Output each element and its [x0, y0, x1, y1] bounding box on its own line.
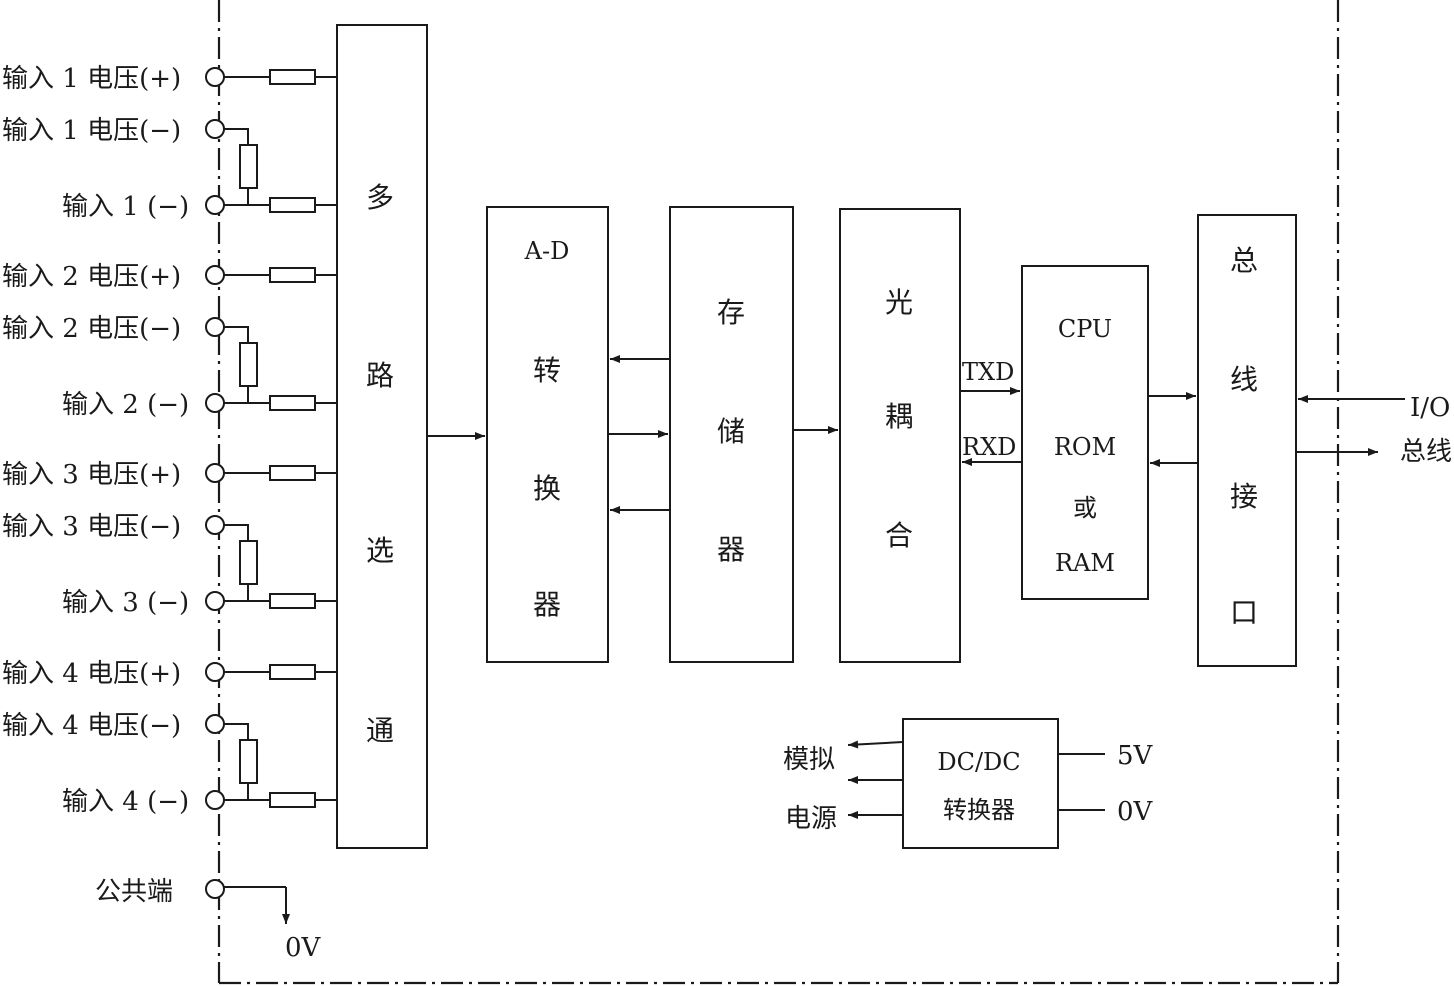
- common-terminal-circle: [205, 879, 225, 899]
- input-3-pos-resistor: [269, 465, 316, 481]
- txd-label: TXD: [962, 358, 1014, 386]
- input-4-neg-label: 输入 4 电压(−): [2, 711, 181, 741]
- input-2-pos-resistor: [269, 267, 316, 283]
- bus-char-2: 线: [1230, 363, 1258, 396]
- io-bus-label-1: I/O: [1410, 393, 1450, 423]
- bus-interface-block: [1197, 214, 1297, 667]
- module-boundary: [217, 0, 1340, 985]
- mux-char-2: 路: [366, 359, 394, 392]
- input-3-shunt-lead-top: [224, 524, 249, 541]
- io-bus-label-2: 总线: [1400, 437, 1452, 467]
- input-2-shunt-resistor: [239, 342, 258, 387]
- input-1-neg-label: 输入 1 电压(−): [2, 116, 181, 146]
- input-2-neg-terminal: [205, 317, 225, 337]
- input-4-pos-label: 输入 4 电压(+): [2, 659, 181, 689]
- memory-char-3: 器: [717, 533, 745, 566]
- input-3-shunt-resistor: [239, 540, 258, 585]
- input-1-shunt-resistor: [239, 144, 258, 189]
- analog-power-label-1: 模拟: [783, 745, 835, 775]
- input-1-pos-resistor: [269, 69, 316, 85]
- input-4-ret-label: 输入 4 (−): [62, 787, 189, 817]
- input-1-shunt-lead-top: [224, 128, 249, 145]
- input-1-ret-label: 输入 1 (−): [62, 192, 189, 222]
- input-3-pos-label: 输入 3 电压(+): [2, 460, 181, 490]
- input-4-neg-terminal: [205, 714, 225, 734]
- input-1-pos-terminal: [205, 67, 225, 87]
- input-4-ret-terminal: [205, 790, 225, 810]
- opto-char-1: 光: [885, 286, 913, 319]
- cpu-title: CPU: [1058, 315, 1112, 343]
- memory-char-1: 存: [717, 296, 745, 329]
- mux-char-3: 选: [366, 534, 394, 567]
- analog-power-arrows: [847, 740, 904, 819]
- input-terminals: 输入 1 电压(+) 输入 1 电压(−) 输入 1 (−) 输入 2 电压(+) 输入…: [2, 64, 337, 817]
- input-1-ret-terminal: [205, 195, 225, 215]
- input-4-pos-resistor: [269, 664, 316, 680]
- opto-char-2: 耦: [885, 400, 913, 433]
- dcdc-subtitle: 转换器: [943, 796, 1015, 824]
- input-3-ret-terminal: [205, 591, 225, 611]
- bus-char-4: 口: [1230, 596, 1258, 629]
- common-terminal-label: 公共端: [95, 877, 173, 907]
- input-3-ret-resistor: [269, 593, 316, 609]
- adc-memory-arrows: [608, 355, 670, 514]
- rxd-label: RXD: [962, 433, 1016, 461]
- dcdc-power-lines: [1058, 753, 1105, 811]
- bus-char-1: 总: [1230, 244, 1258, 277]
- bus-char-3: 接: [1230, 480, 1258, 513]
- mux-char-4: 通: [366, 714, 394, 747]
- input-1-pos-label: 输入 1 电压(+): [2, 64, 181, 94]
- input-2-shunt-lead-top: [224, 326, 249, 343]
- input-1-neg-terminal: [205, 119, 225, 139]
- memory-block: [669, 206, 794, 663]
- adc-char-1: 转: [533, 354, 561, 387]
- power-0v-label: 0V: [1117, 797, 1154, 827]
- adc-char-3: 器: [533, 588, 561, 621]
- cpu-rom: ROM: [1054, 433, 1116, 461]
- input-2-ret-resistor: [269, 395, 316, 411]
- optocoupler-block: [839, 208, 961, 663]
- adc-char-2: 换: [533, 472, 561, 505]
- adc-title: A-D: [524, 237, 570, 265]
- input-4-shunt-resistor: [239, 739, 258, 784]
- input-3-pos-terminal: [205, 463, 225, 483]
- memory-char-2: 储: [717, 415, 745, 448]
- power-5v-label: 5V: [1117, 741, 1154, 771]
- input-2-ret-terminal: [205, 393, 225, 413]
- input-3-neg-label: 输入 3 电压(−): [2, 512, 181, 542]
- cpu-ram: RAM: [1055, 549, 1115, 577]
- input-2-neg-label: 输入 2 电压(−): [2, 314, 181, 344]
- input-2-ret-label: 输入 2 (−): [62, 390, 189, 420]
- input-2-pos-terminal: [205, 265, 225, 285]
- input-3-neg-terminal: [205, 515, 225, 535]
- cpu-or: 或: [1073, 494, 1097, 522]
- input-3-ret-label: 输入 3 (−): [62, 588, 189, 618]
- mux-char-1: 多: [366, 181, 394, 214]
- input-4-pos-terminal: [205, 662, 225, 682]
- input-4-shunt-lead-top: [224, 723, 249, 740]
- input-4-ret-resistor: [269, 792, 316, 808]
- mux-block: [336, 24, 428, 849]
- dcdc-title: DC/DC: [937, 748, 1020, 776]
- analog-power-label-2: 电源: [785, 804, 837, 834]
- dcdc-block: [902, 718, 1059, 849]
- common-terminal: [205, 879, 290, 924]
- opto-char-3: 合: [885, 519, 913, 552]
- input-1-ret-resistor: [269, 197, 316, 213]
- input-2-pos-label: 输入 2 电压(+): [2, 262, 181, 292]
- ground-0v-label: 0V: [285, 933, 322, 963]
- adc-block: [486, 206, 609, 663]
- cpu-block: [1021, 265, 1149, 600]
